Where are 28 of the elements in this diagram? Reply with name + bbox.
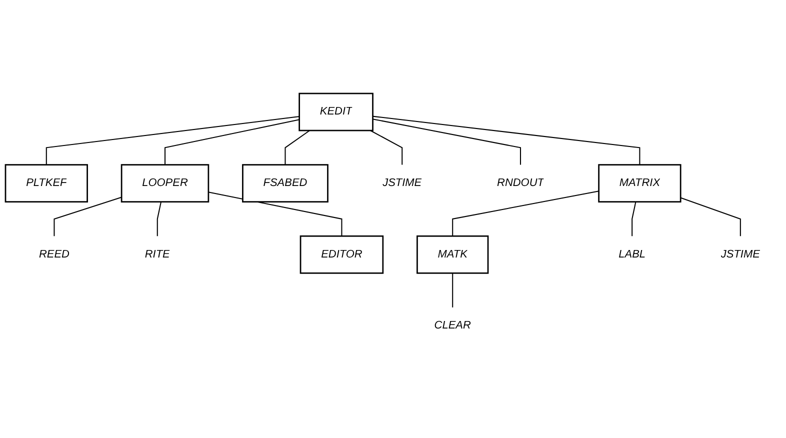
- node-text: JSTIME: [720, 248, 760, 260]
- connector: [284, 130, 310, 165]
- connector: [452, 190, 599, 236]
- connector: [164, 119, 300, 165]
- node-box: [4, 164, 88, 203]
- node-text: CLEAR: [434, 320, 471, 332]
- connector: [680, 197, 741, 236]
- connector: [372, 118, 522, 165]
- node-text: RITE: [144, 248, 170, 260]
- node-box: [298, 92, 374, 132]
- node-box: [416, 235, 489, 274]
- node-box: [300, 235, 384, 274]
- node-box: [120, 164, 210, 203]
- call-tree-diagram: KEDIT PLTKEF LOOPER FSABED JSTIME RNDOUT MATRIX REED RITE EDITOR MATK LABL JSTIME CLEAR: [0, 88, 786, 350]
- node-text: RNDOUT: [497, 177, 544, 189]
- connector: [370, 130, 403, 165]
- connector: [54, 196, 122, 236]
- node-text: REED: [38, 248, 70, 260]
- node-box: [598, 164, 682, 203]
- connector: [208, 192, 342, 236]
- node-text: JSTIME: [382, 177, 422, 189]
- node-box: [242, 164, 328, 203]
- connector: [452, 273, 454, 308]
- connector: [156, 202, 162, 236]
- connector: [46, 116, 300, 165]
- connector: [372, 116, 640, 165]
- connector: [632, 202, 636, 236]
- node-text: LABL: [618, 248, 646, 260]
